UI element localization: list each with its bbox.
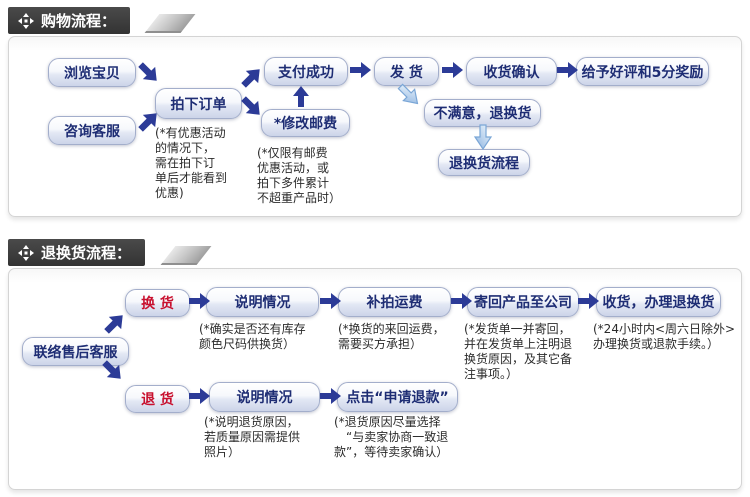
flow-node-confirm: 收货确认 bbox=[466, 57, 557, 86]
flow-node-label: 收货确认 bbox=[483, 64, 540, 81]
flow-node-label: 说明情况 bbox=[234, 295, 291, 311]
arrow-order-to-postage bbox=[236, 91, 269, 124]
arrow-contact-to-exchange bbox=[99, 307, 132, 340]
arrow-return-to-explain bbox=[189, 386, 211, 406]
arrow-freight-to-send-back bbox=[451, 291, 473, 311]
flow-node-unsatisfied: 不满意，退换货 bbox=[424, 99, 541, 127]
flow-node-praise: 给予好评和5分奖励 bbox=[576, 57, 709, 86]
flow-node-return: 退 货 bbox=[125, 385, 190, 413]
arrow-explain-to-freight bbox=[320, 291, 342, 311]
move-icon bbox=[18, 244, 34, 261]
note-explain-exchange: (*确实是否还有库存 颜色尺码供换货） bbox=[199, 322, 306, 351]
arrow-explain-to-refund bbox=[320, 386, 342, 406]
flow-node-explain-exchange: 说明情况 bbox=[206, 287, 319, 317]
flow-node-exchange: 换 货 bbox=[125, 289, 190, 317]
flow-node-label: 退 货 bbox=[141, 392, 174, 408]
flow-node-postage: *修改邮费 bbox=[261, 109, 350, 137]
flow-node-label: 收货，办理退换货 bbox=[602, 295, 715, 311]
flow-node-label: 退换货流程 bbox=[449, 155, 519, 172]
flow-node-explain-return: 说明情况 bbox=[209, 382, 320, 412]
flow-node-return-flow: 退换货流程 bbox=[438, 149, 530, 176]
arrow-consult-to-order bbox=[133, 105, 166, 138]
flow-node-label: 浏览宝贝 bbox=[64, 65, 120, 82]
arrow-order-to-pay bbox=[236, 61, 269, 94]
flow-node-freight: 补拍运费 bbox=[338, 287, 451, 317]
flow-node-label: 咨询客服 bbox=[64, 123, 120, 140]
flow-node-label: 发 货 bbox=[390, 64, 423, 81]
arrow-exchange-to-explain bbox=[189, 291, 211, 311]
flow-node-send-back: 寄回产品至公司 bbox=[467, 287, 579, 317]
arrow-confirm-to-praise bbox=[557, 60, 579, 80]
flow-node-consult: 咨询客服 bbox=[48, 116, 136, 145]
flow-node-label: *修改邮费 bbox=[273, 116, 338, 132]
flow-node-browse: 浏览宝贝 bbox=[48, 58, 136, 87]
flow-node-label: 拍下订单 bbox=[170, 96, 227, 113]
note-send-back: (*发货单一并寄回， 并在发货单上注明退 换货原因，及其它备 注事项。） bbox=[464, 322, 573, 381]
flow-node-refund: 点击“申请退款” bbox=[337, 382, 458, 412]
arrow-browse-to-order bbox=[133, 57, 166, 90]
flow-node-label: 联络售后客服 bbox=[33, 344, 118, 361]
note-freight: (*换货的来回运费， 需要买方承担） bbox=[338, 322, 445, 351]
note-order: (*有优惠活动 的情况下， 需在拍下订 单后才能看到 优惠) bbox=[155, 126, 228, 200]
flow-node-pay: 支付成功 bbox=[264, 57, 348, 86]
returns-section-header: 退换货流程： bbox=[8, 239, 146, 266]
note-explain-return: (*说明退货原因， 若质量原因需提供 照片） bbox=[204, 415, 301, 459]
header-ribbon-tail bbox=[160, 246, 212, 265]
arrow-pay-to-ship bbox=[350, 60, 372, 80]
shopping-section-title: 购物流程： bbox=[41, 12, 117, 30]
flow-node-receive: 收货，办理退换货 bbox=[596, 287, 721, 317]
arrow-unsatisfied-to-return-flow bbox=[472, 124, 494, 150]
header-ribbon-tail bbox=[144, 14, 196, 33]
move-icon bbox=[18, 12, 34, 29]
note-refund: (*退货原因尽量选择 “与卖家协商一致退 款”，等待卖家确认） bbox=[334, 415, 449, 459]
flow-node-order: 拍下订单 bbox=[155, 88, 242, 119]
note-postage: (*仅限有邮费 优惠活动，或 拍下多件累计 不超重产品时） bbox=[257, 146, 342, 205]
arrow-postage-to-pay bbox=[291, 85, 311, 107]
arrow-contact-to-return bbox=[97, 355, 130, 388]
flow-node-contact: 联络售后客服 bbox=[22, 337, 129, 366]
flow-node-label: 寄回产品至公司 bbox=[474, 295, 572, 311]
shopping-section-header: 购物流程： bbox=[8, 7, 131, 34]
flow-node-label: 说明情况 bbox=[236, 390, 293, 406]
flow-node-label: 不满意，退换货 bbox=[433, 106, 532, 122]
note-receive: (*24小时内<周六日除外> 办理换货或退款手续。） bbox=[593, 322, 736, 351]
flow-node-label: 给予好评和5分奖励 bbox=[581, 64, 704, 81]
flow-node-label: 点击“申请退款” bbox=[346, 390, 449, 406]
arrow-ship-to-confirm bbox=[442, 60, 464, 80]
flow-node-label: 支付成功 bbox=[278, 64, 334, 81]
flow-node-label: 补拍运费 bbox=[366, 295, 423, 311]
arrow-ship-to-unsatisfied bbox=[392, 78, 426, 112]
flow-node-ship: 发 货 bbox=[374, 57, 439, 86]
arrow-send-back-to-receive bbox=[578, 291, 600, 311]
returns-section-title: 退换货流程： bbox=[41, 244, 132, 262]
flow-node-label: 换 货 bbox=[141, 296, 174, 312]
